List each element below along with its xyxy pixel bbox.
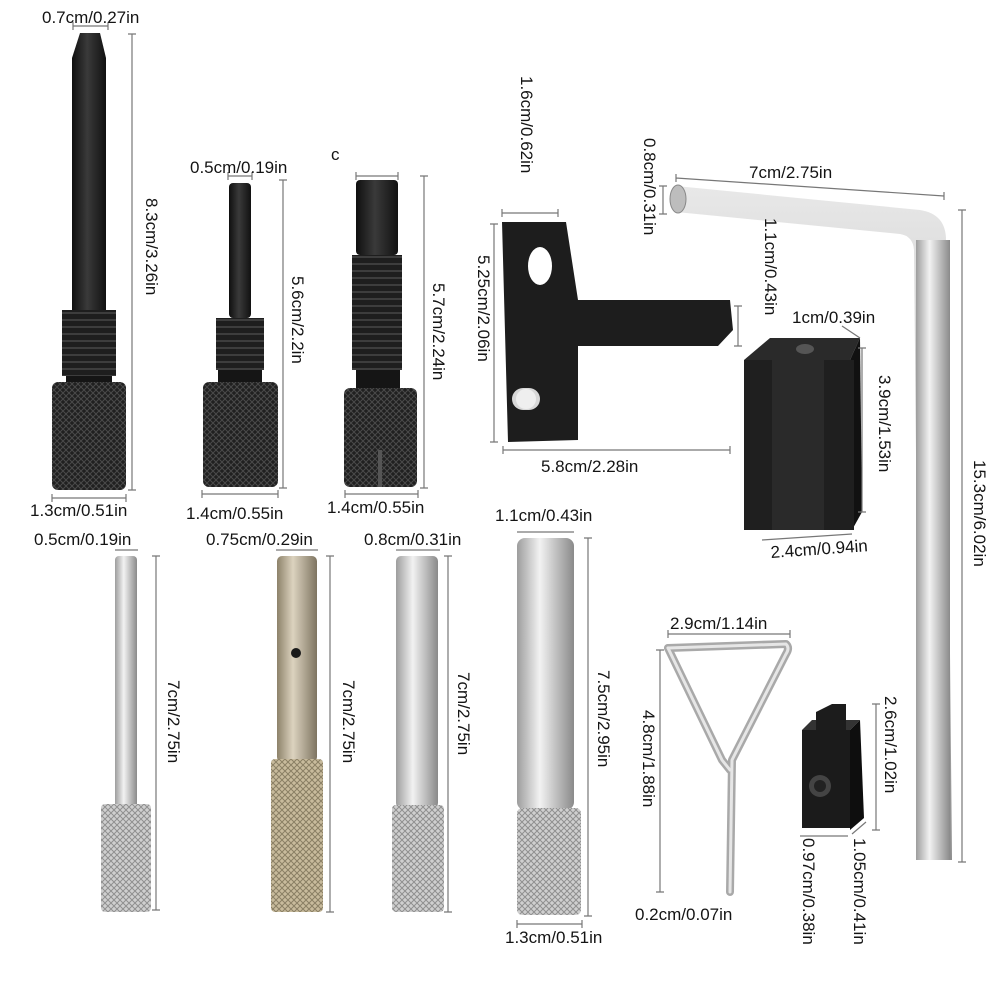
silver-pin3-length-label: 7cm/2.75in [454,672,473,756]
timing-bracket [502,222,733,442]
silver-pin4-base-label: 1.3cm/0.51in [505,928,603,947]
silver-pin3-tip-label: 0.8cm/0.31in [364,530,462,549]
gold-pin-length-label: 7cm/2.75in [339,680,358,764]
silver-pin-medium [392,556,444,912]
block-height-label: 3.9cm/1.53in [875,375,894,473]
block-top-label: 1cm/0.39in [792,308,876,327]
black-pin-long [52,33,126,490]
nut-height-label: 2.6cm/1.02in [881,696,900,794]
wrench-thickness-label: 0.8cm/0.31in [640,138,659,236]
silver-pin4-tip-label: 1.1cm/0.43in [495,506,593,525]
black-pin-threaded [344,180,417,487]
triangle-wire-tool [664,640,792,896]
pin2-base-label: 1.4cm/0.55in [186,504,284,523]
pin1-tip-label: 0.7cm/0.27in [42,8,140,27]
silver-pin-thin [101,556,151,912]
gold-pin [271,556,323,912]
silver-pin1-tip-label: 0.5cm/0.19in [34,530,132,549]
pin3-base-label: 1.4cm/0.55in [327,498,425,517]
wrench-long-arm-label: 15.3cm/6.02in [970,460,989,567]
wrench-short-arm-label: 7cm/2.75in [749,163,833,182]
pin1-base-label: 1.3cm/0.51in [30,501,128,520]
pin3-length-label: 5.7cm/2.24in [429,283,448,381]
triangle-width-label: 2.9cm/1.14in [670,614,768,633]
bracket-height-label: 5.25cm/2.06in [474,255,493,362]
l-hex-wrench [669,184,952,860]
pin2-length-label: 5.6cm/2.2in [288,276,307,364]
t-nut [802,704,864,830]
silver-pin1-length-label: 7cm/2.75in [164,680,183,764]
nut-width-label-1: 0.97cm/0.38in [799,838,818,945]
black-pin-short [203,183,278,487]
triangle-wire-label: 0.2cm/0.07in [635,905,733,924]
gold-pin-tip-label: 0.75cm/0.29in [206,530,313,549]
black-block [744,338,862,530]
pin3-tag-label: c [331,145,340,164]
silver-pin4-length-label: 7.5cm/2.95in [594,670,613,768]
triangle-height-label: 4.8cm/1.88in [639,710,658,808]
nut-width-label-2: 1.05cm/0.41in [850,838,869,945]
bracket-width-label: 5.8cm/2.28in [541,457,639,476]
pin1-length-label: 8.3cm/3.26in [142,198,161,296]
silver-pin-thick [517,538,581,915]
bracket-top-label: 1.6cm/0.62in [517,76,536,174]
pin2-tip-label: 0.5cm/0.19in [190,158,288,177]
bracket-arm-label: 1.1cm/0.43in [761,218,780,316]
dimension-lines [51,22,966,928]
